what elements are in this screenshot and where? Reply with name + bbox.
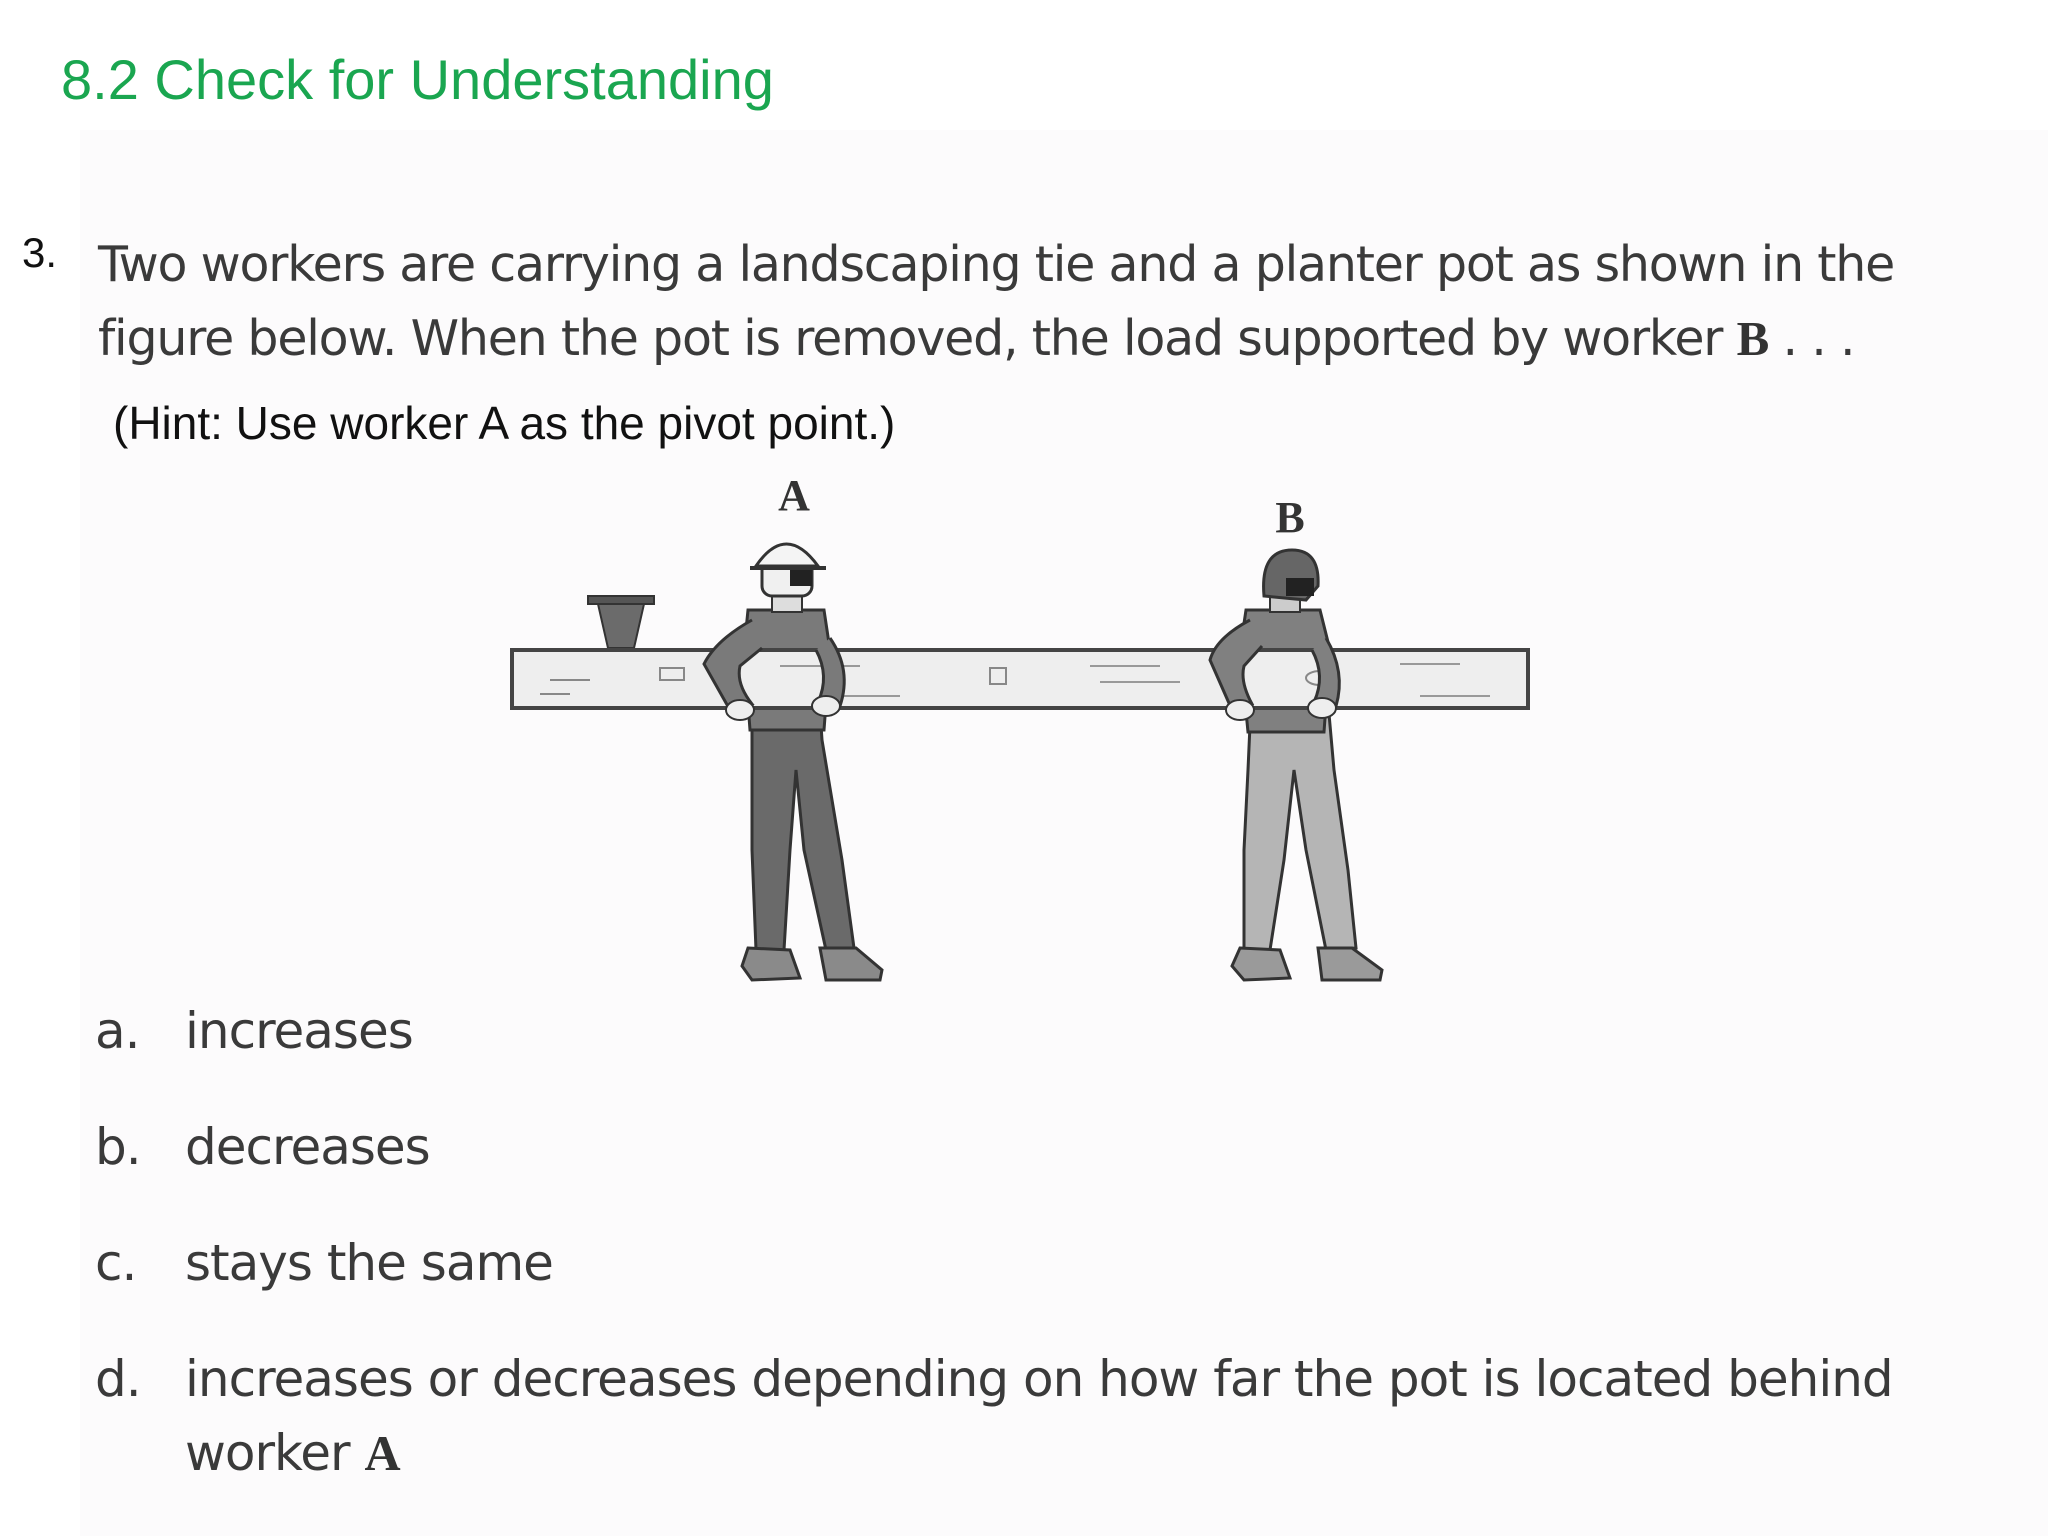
option-d-line-2: worker A <box>185 1416 1893 1490</box>
question-line-1: Two workers are carrying a landscaping t… <box>98 236 1895 293</box>
worker-b-body <box>1230 548 1384 982</box>
option-c-text: stays the same <box>185 1234 554 1292</box>
option-b-text: decreases <box>185 1118 431 1176</box>
worker-a-ref: A <box>364 1425 400 1481</box>
question-number: 3. <box>22 229 58 276</box>
option-d-letter: d. <box>95 1350 142 1408</box>
question-line-2: figure below. When the pot is removed, t… <box>98 302 1998 376</box>
slide-title: 8.2 Check for Understanding <box>61 48 774 111</box>
workers-carrying-tie-figure: A B <box>510 471 1530 982</box>
worker-b-arms <box>1208 618 1341 721</box>
option-d-line-1: increases or decreases depending on how … <box>185 1350 1894 1408</box>
question-line-2-prefix: figure below. When the pot is removed, t… <box>98 310 1737 367</box>
worker-a-arms <box>702 618 846 721</box>
option-a[interactable]: a. increases <box>95 994 414 1068</box>
option-a-text: increases <box>185 1002 414 1060</box>
option-c-letter: c. <box>95 1234 137 1292</box>
option-a-letter: a. <box>95 1002 141 1060</box>
content-panel <box>80 130 2048 1536</box>
option-d-text: increases or decreases depending on how … <box>185 1342 1894 1490</box>
worker-a-label: A <box>778 471 810 520</box>
planter-pot <box>587 595 655 649</box>
option-b[interactable]: b. decreases <box>95 1110 431 1184</box>
question-text: Two workers are carrying a landscaping t… <box>98 228 1998 376</box>
landscaping-tie <box>510 648 1530 710</box>
option-c[interactable]: c. stays the same <box>95 1226 554 1300</box>
option-d[interactable]: d. increases or decreases depending on ho… <box>95 1342 1894 1490</box>
option-d-line-2-prefix: worker <box>185 1424 365 1482</box>
hint-text: (Hint: Use worker A as the pivot point.) <box>113 397 896 449</box>
worker-b-ref: B <box>1736 311 1770 366</box>
worker-b-label: B <box>1275 493 1304 542</box>
worker-a-body <box>740 542 884 982</box>
question-line-2-suffix: . . . <box>1768 310 1855 367</box>
option-b-letter: b. <box>95 1118 142 1176</box>
